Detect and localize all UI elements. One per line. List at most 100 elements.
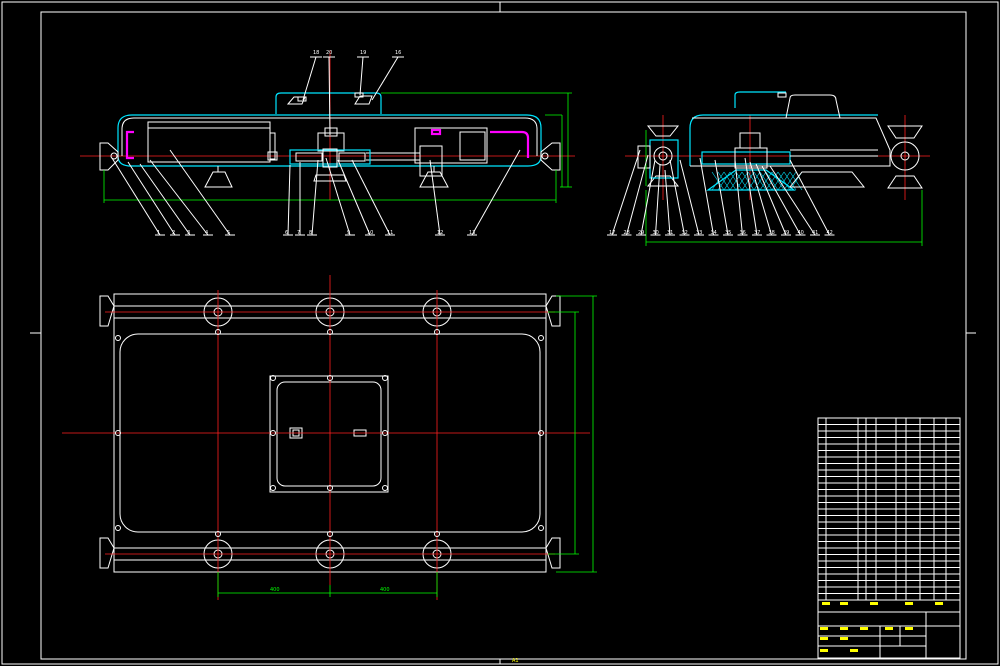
title-block-mark — [820, 637, 828, 640]
title-block-mark — [822, 602, 830, 605]
front-callout-11: 11 — [387, 230, 393, 236]
side-callout-29: 29 — [638, 230, 644, 236]
callout-top-4: 16 — [395, 50, 401, 56]
leader-line — [287, 164, 291, 236]
hatch-line — [723, 171, 737, 191]
fastener-mark — [382, 485, 388, 491]
fastener-mark — [327, 329, 333, 335]
fastener-mark — [115, 525, 121, 531]
side-callout-35: 35 — [725, 230, 731, 236]
fastener-mark — [538, 335, 544, 341]
leader-line — [626, 154, 649, 236]
leader-line — [169, 149, 231, 236]
title-block-mark — [850, 649, 858, 652]
side-callout-34: 34 — [711, 230, 717, 236]
leader-line — [337, 159, 371, 236]
callout-top-2: 20 — [326, 50, 332, 56]
leader-line — [325, 157, 351, 236]
hatch-line — [777, 171, 791, 191]
leader-line — [669, 159, 685, 236]
side-callout-38: 38 — [769, 230, 775, 236]
fastener-mark — [215, 531, 221, 537]
side-callout-33: 33 — [696, 230, 702, 236]
callout-top-3: 19 — [360, 50, 366, 56]
plan-fastener-marks — [115, 329, 544, 537]
title-block-mark — [840, 627, 848, 630]
leader-line — [351, 159, 391, 236]
front-callout-6: 6 — [285, 230, 288, 236]
leader-line — [127, 161, 176, 236]
hatch-line — [717, 171, 731, 191]
title-block-mark — [820, 627, 828, 630]
leader-line — [611, 149, 641, 236]
front-callout-8: 8 — [309, 230, 312, 236]
leader-line — [111, 157, 161, 236]
title-block-mark — [820, 649, 828, 652]
title-block-mark — [885, 627, 893, 630]
fastener-mark — [327, 531, 333, 537]
leader-line — [429, 159, 441, 236]
title-block-mark — [840, 602, 848, 605]
side-callout-40: 40 — [798, 230, 804, 236]
hatch-line — [765, 171, 779, 191]
fastener-mark — [327, 485, 333, 491]
title-block-mark — [905, 602, 913, 605]
title-block-mark — [870, 602, 878, 605]
title-block-mark — [905, 627, 913, 630]
leader-line — [699, 157, 714, 236]
front-callout-2: 2 — [172, 230, 175, 236]
side-callout-36: 36 — [740, 230, 746, 236]
leader-line — [789, 159, 830, 236]
side-callout-42: 42 — [827, 230, 833, 236]
fastener-mark — [115, 430, 121, 436]
callout-top-1: 18 — [313, 50, 319, 56]
suction-cup-hatch — [711, 171, 803, 191]
leader-line — [471, 149, 521, 236]
hatch-line — [771, 171, 785, 191]
leader-line — [755, 163, 787, 236]
side-callout-41: 41 — [812, 230, 818, 236]
front-callout-10: 10 — [367, 230, 373, 236]
fastener-mark — [434, 329, 440, 335]
hatch-line — [753, 171, 767, 191]
side-callout-39: 39 — [783, 230, 789, 236]
leader-line — [744, 157, 758, 236]
leader-line — [139, 163, 191, 236]
plan-dim-right: 400 — [380, 587, 390, 593]
fastener-mark — [270, 485, 276, 491]
leader-line — [749, 161, 772, 236]
fastener-mark — [115, 335, 121, 341]
title-block-mark — [935, 602, 943, 605]
hatch-line — [729, 171, 743, 191]
fastener-mark — [327, 375, 333, 381]
fastener-mark — [270, 375, 276, 381]
bill-of-materials-table — [818, 417, 960, 601]
fastener-mark — [538, 430, 544, 436]
title-block — [817, 417, 961, 659]
fastener-mark — [538, 525, 544, 531]
fastener-mark — [382, 375, 388, 381]
leader-line — [655, 164, 661, 236]
fastener-mark — [270, 430, 276, 436]
fastener-mark — [382, 430, 388, 436]
leader-line — [149, 159, 209, 236]
front-callout-1: 1 — [157, 230, 160, 236]
fastener-mark — [434, 531, 440, 537]
leader-line — [679, 159, 700, 236]
hatch-line — [759, 171, 773, 191]
leader-line — [311, 159, 319, 236]
side-callout-28: 28 — [624, 230, 630, 236]
leader-line — [664, 169, 671, 236]
front-callout-13: 13 — [469, 230, 475, 236]
fastener-mark — [215, 329, 221, 335]
title-block-mark — [860, 627, 868, 630]
leader-line — [761, 165, 801, 236]
side-callout-37: 37 — [754, 230, 760, 236]
